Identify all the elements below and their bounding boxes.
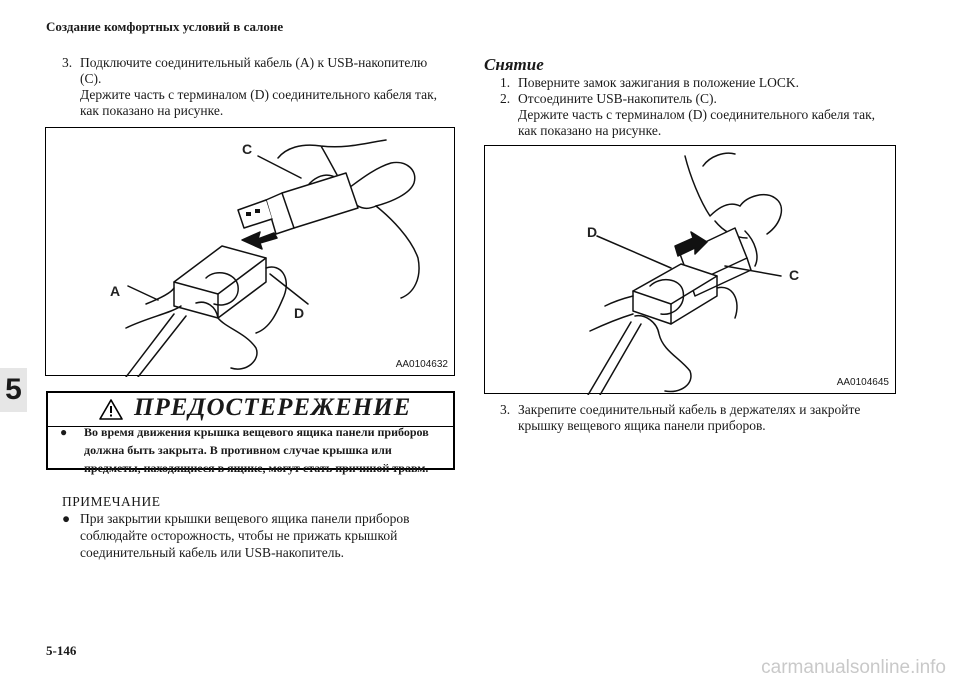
step-3-connect: 3. Подключите соединительный кабель (A) … xyxy=(62,55,462,119)
callout-a: A xyxy=(110,283,120,299)
note-line: При закрытии крышки вещевого ящика панел… xyxy=(80,511,410,526)
callout-c: C xyxy=(789,267,799,283)
bullet-icon: ● xyxy=(62,511,71,526)
warning-line: предметы, находящиеся в ящике, могут ста… xyxy=(84,461,429,475)
note-line: соединительный кабель или USB-накопитель… xyxy=(80,545,345,560)
step-text-line: Держите часть с терминалом (D) соедините… xyxy=(80,87,437,102)
running-header: Создание комфортных условий в салоне xyxy=(46,19,284,34)
note-title: ПРИМЕЧАНИЕ xyxy=(62,494,161,509)
figure-code: AA0104645 xyxy=(836,377,889,388)
warning-box: ПРЕДОСТЕРЕЖЕНИЕ ● Во время движения крыш… xyxy=(46,391,455,475)
warning-line: должна быть закрыта. В противном случае … xyxy=(84,443,392,457)
step-3-secure-cable: 3. Закрепите соединительный кабель в дер… xyxy=(500,402,920,434)
step-text-line: как показано на рисунке. xyxy=(518,123,662,138)
callout-c: C xyxy=(242,141,252,157)
illustration-hands-disconnecting-usb: D C xyxy=(587,152,799,395)
watermark: carmanualsonline.info xyxy=(761,657,946,678)
section-title-removal: Снятие xyxy=(484,55,544,74)
step-text-line: Закрепите соединительный кабель в держат… xyxy=(518,402,861,417)
warning-header: ПРЕДОСТЕРЕЖЕНИЕ xyxy=(48,393,453,427)
step-1-ignition: 1. Поверните замок зажигания в положение… xyxy=(500,75,920,91)
warning-line: Во время движения крышка вещевого ящика … xyxy=(84,425,429,439)
step-text-line: как показано на рисунке. xyxy=(80,103,224,118)
step-number: 3. xyxy=(500,402,511,417)
bullet-icon: ● xyxy=(60,425,68,439)
step-text-line: Держите часть с терминалом (D) соедините… xyxy=(518,107,875,122)
warning-title: ПРЕДОСТЕРЕЖЕНИЕ xyxy=(134,394,412,421)
figure-code: AA0104632 xyxy=(395,359,448,370)
step-text-line: крышку вещевого ящика панели приборов. xyxy=(518,418,766,433)
step-text-line: Подключите соединительный кабель (A) к U… xyxy=(80,55,428,70)
step-text-line: Отсоедините USB-накопитель (C). xyxy=(518,91,717,106)
figure-disconnect-usb: D C AA0104645 xyxy=(484,145,896,395)
step-number: 3. xyxy=(62,55,73,70)
illustration-hands-connecting-usb: C A D xyxy=(110,139,420,377)
warning-text: ● Во время движения крышка вещевого ящик… xyxy=(60,423,443,477)
note-text: ● При закрытии крышки вещевого ящика пан… xyxy=(62,510,462,561)
step-2-disconnect: 2. Отсоедините USB-накопитель (C). Держи… xyxy=(500,91,920,139)
step-number: 1. xyxy=(500,75,511,90)
figure-connect-usb: C A D AA0104632 xyxy=(45,127,455,377)
step-text-line: Поверните замок зажигания в положение LO… xyxy=(518,75,800,90)
step-number: 2. xyxy=(500,91,511,106)
callout-d: D xyxy=(587,224,597,240)
page-number: 5-146 xyxy=(46,643,77,658)
step-text-line: (C). xyxy=(80,71,102,86)
chapter-tab: 5 xyxy=(0,368,27,412)
callout-d: D xyxy=(294,305,304,321)
warning-triangle-icon xyxy=(99,399,123,420)
note-line: соблюдайте осторожность, чтобы не прижат… xyxy=(80,528,398,543)
